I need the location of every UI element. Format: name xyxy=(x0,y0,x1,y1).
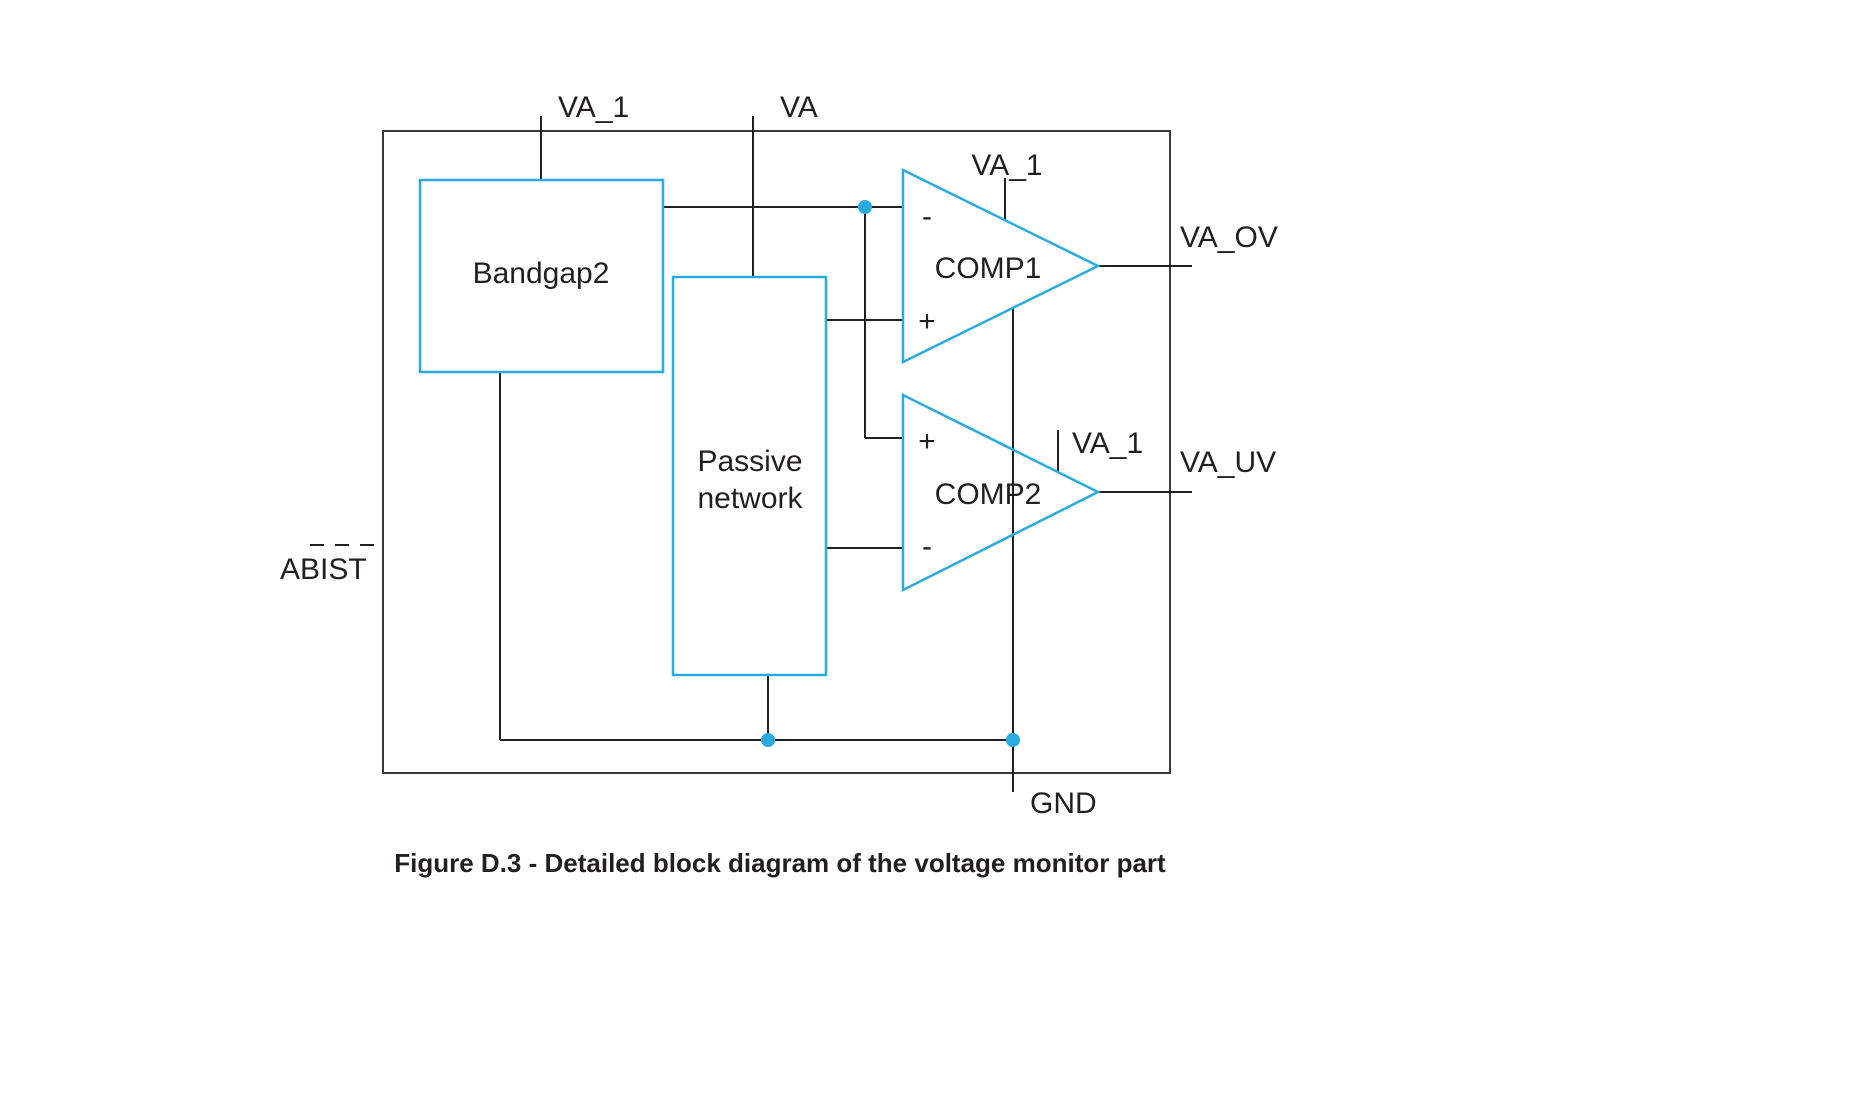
junction-dot-passive-gnd xyxy=(761,733,775,747)
comp1-supply-label: VA_1 xyxy=(971,149,1042,182)
bandgap2-label: Bandgap2 xyxy=(473,257,610,290)
passive-network-block xyxy=(671,275,828,677)
comp1-label: COMP1 xyxy=(935,252,1042,285)
junction-dot-gnd-rail xyxy=(1006,733,1020,747)
passive-network-label-line2: network xyxy=(697,482,803,515)
comp2-plus-input-label: + xyxy=(918,425,936,458)
comp2-supply-label: VA_1 xyxy=(1072,427,1143,460)
abist-label: ABIST xyxy=(280,553,367,586)
va1-top-label: VA_1 xyxy=(558,91,629,124)
comp1-triangle xyxy=(901,167,1101,365)
comp2-minus-input-label: - xyxy=(922,530,932,563)
junction-dot-comp1-minus xyxy=(858,200,872,214)
comp2-triangle xyxy=(901,392,1101,593)
passive-network-label-line1: Passive xyxy=(697,445,802,478)
va-uv-output-label: VA_UV xyxy=(1180,446,1276,479)
bandgap2-block xyxy=(418,178,665,374)
figure-caption: Figure D.3 - Detailed block diagram of t… xyxy=(394,848,1166,878)
va-top-label: VA xyxy=(780,91,818,124)
gnd-label: GND xyxy=(1030,787,1097,820)
comp2-label: COMP2 xyxy=(935,478,1042,511)
outer-boundary-box xyxy=(382,130,1171,774)
va-ov-output-label: VA_OV xyxy=(1180,221,1278,254)
comp1-minus-input-label: - xyxy=(922,200,932,233)
comp1-plus-input-label: + xyxy=(918,305,936,338)
